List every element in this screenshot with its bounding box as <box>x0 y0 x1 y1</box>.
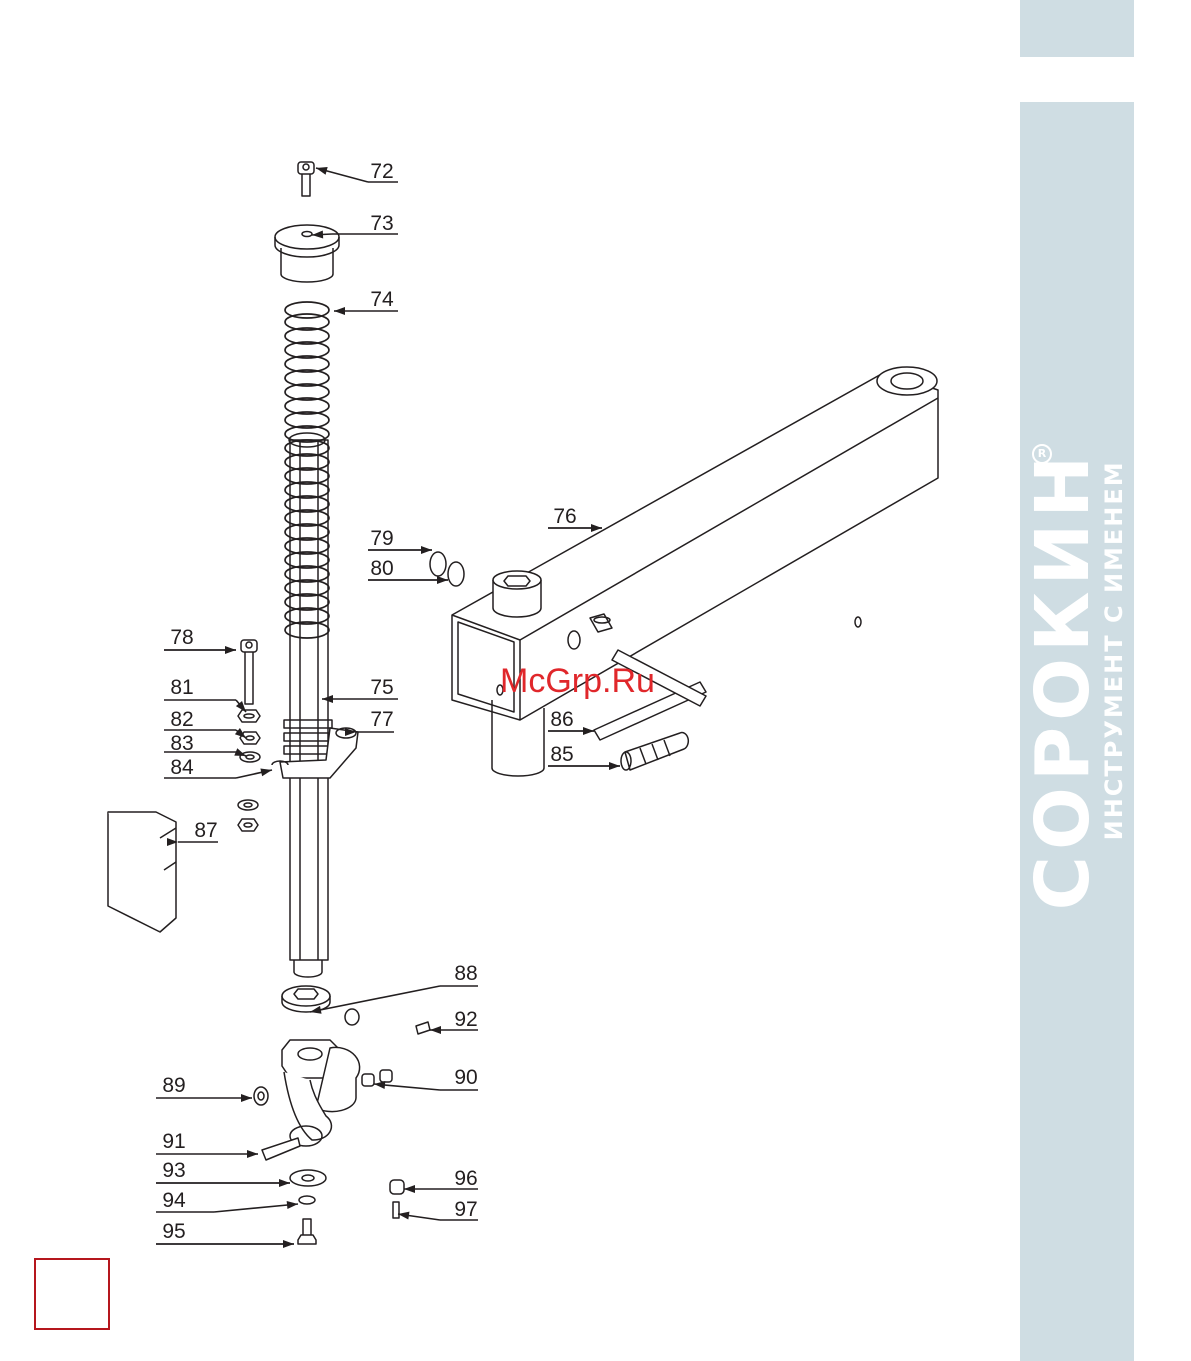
part-75-column <box>284 433 332 977</box>
part-79-ring <box>430 552 446 576</box>
part-clamp-body <box>282 1040 360 1146</box>
callout-arrow-85 <box>609 762 620 770</box>
callout-78: 78 <box>170 626 193 649</box>
callout-89: 89 <box>162 1074 185 1097</box>
part-87-end-plug <box>108 812 176 932</box>
callout-arrow-79 <box>421 546 432 554</box>
callout-88: 88 <box>454 962 477 985</box>
callout-arrow-80 <box>437 576 448 584</box>
part-91-lever <box>262 1138 300 1160</box>
part-97-pin <box>393 1202 399 1218</box>
callout-leader-94 <box>214 1204 298 1212</box>
callout-arrow-86 <box>583 727 594 735</box>
callout-73: 73 <box>370 212 393 235</box>
callout-84: 84 <box>170 756 194 779</box>
callout-83: 83 <box>170 732 193 755</box>
callout-arrow-95 <box>283 1240 294 1248</box>
part-88-hex-ring <box>282 986 330 1012</box>
callout-95: 95 <box>162 1220 185 1243</box>
registered-mark-icon: R <box>1032 444 1052 464</box>
callout-arrow-96 <box>404 1185 415 1193</box>
part-76-arm <box>452 367 938 776</box>
part-78-bolt <box>241 640 257 704</box>
callout-80: 80 <box>370 557 393 580</box>
callout-arrow-72 <box>316 167 328 175</box>
callout-arrow-83 <box>234 748 246 756</box>
callout-arrow-78 <box>225 646 236 654</box>
callout-76: 76 <box>553 505 576 528</box>
callout-93: 93 <box>162 1159 185 1182</box>
part-92-pin <box>416 1022 430 1034</box>
callout-75: 75 <box>370 676 393 699</box>
part-96-cap <box>390 1180 404 1194</box>
part-85-handle <box>621 733 688 770</box>
callout-arrow-90 <box>374 1081 385 1089</box>
callout-77: 77 <box>370 708 393 731</box>
part-95-bolt <box>298 1219 316 1244</box>
callout-arrow-89 <box>241 1094 252 1102</box>
part-extra-washer-nut <box>238 800 258 831</box>
part-small-plug <box>345 1009 359 1025</box>
callout-arrow-94 <box>287 1201 298 1209</box>
page-number-box <box>34 1258 110 1330</box>
brand-name: СОРОКИН <box>1026 450 1100 911</box>
callout-87: 87 <box>194 819 217 842</box>
part-93-washer <box>290 1170 326 1186</box>
callout-81: 81 <box>170 676 193 699</box>
callout-97: 97 <box>454 1198 477 1221</box>
sidebar-tab <box>1020 0 1134 57</box>
callout-90: 90 <box>454 1066 477 1089</box>
part-72-screw <box>298 162 314 196</box>
callout-86: 86 <box>550 708 573 731</box>
callout-79: 79 <box>370 527 393 550</box>
callout-82: 82 <box>170 708 193 731</box>
callout-94: 94 <box>162 1189 186 1212</box>
callout-96: 96 <box>454 1167 477 1190</box>
callout-91: 91 <box>162 1130 185 1153</box>
callout-72: 72 <box>370 160 393 183</box>
callout-arrow-92 <box>430 1026 441 1034</box>
callout-arrow-91 <box>247 1150 258 1158</box>
callout-arrow-76 <box>591 524 602 532</box>
part-89-nut <box>254 1087 268 1105</box>
part-81-nut <box>238 710 260 722</box>
callout-74: 74 <box>370 288 394 311</box>
callout-85: 85 <box>550 743 573 766</box>
watermark: McGrp.Ru <box>500 662 655 701</box>
callout-arrow-74 <box>334 307 345 315</box>
callout-92: 92 <box>454 1008 477 1031</box>
part-80-ring <box>448 562 464 586</box>
part-94-washer <box>299 1196 315 1204</box>
callout-arrow-93 <box>279 1179 290 1187</box>
